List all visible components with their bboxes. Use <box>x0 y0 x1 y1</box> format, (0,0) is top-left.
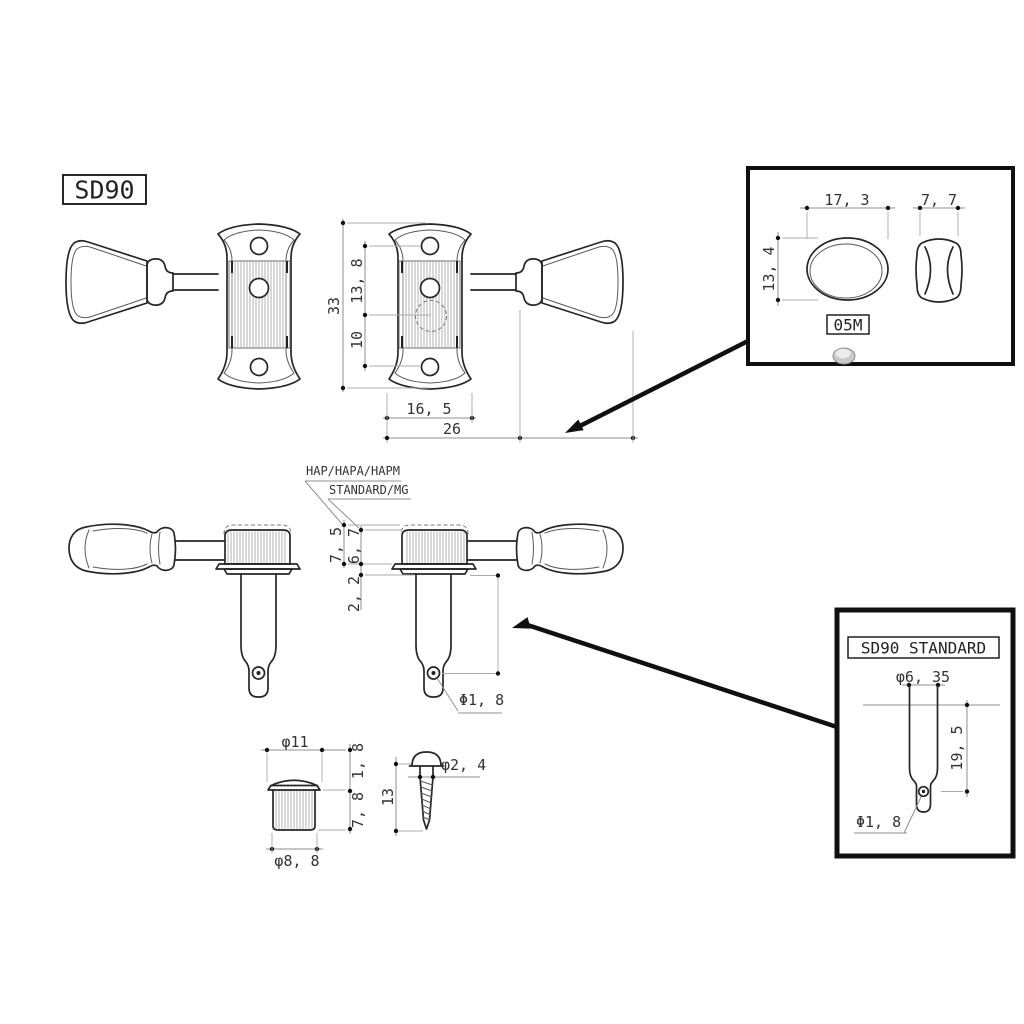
bushing-flange <box>267 784 321 791</box>
string-hole-leader <box>436 677 502 714</box>
front-view-dimensions: 33 13, 8 10 16, 5 26 <box>325 219 638 443</box>
handle-side-outline <box>68 523 177 575</box>
tuner-side-assembly-right <box>391 523 624 698</box>
string-post-hole <box>248 277 270 299</box>
dim-knob-height-13-4: 13, 4 <box>760 246 778 291</box>
variant-label-standard: STANDARD/MG <box>329 483 408 497</box>
inset-title-sd90-standard: SD90 STANDARD <box>861 639 986 658</box>
gear-cap-outline <box>224 529 291 565</box>
dim-post-length-19-5: 19, 5 <box>948 725 966 770</box>
post-hole-leader <box>854 796 922 834</box>
oval-knob-front <box>806 237 889 301</box>
post-detail-inset: SD90 STANDARD φ6, 35 19, 5 Φ1, 8 <box>834 607 1016 859</box>
dim-bushing-head-11: φ11 <box>281 733 308 751</box>
bushing-knurling <box>275 791 313 829</box>
dim-post-dia-6-35: φ6, 35 <box>896 668 950 686</box>
callout-arrow-knob <box>565 338 750 433</box>
dim-height-33: 33 <box>325 297 343 315</box>
tuner-side-assembly-left <box>68 523 301 698</box>
knob-detail-inset: 17, 3 13, 4 7, 7 05M <box>746 166 1015 366</box>
screw-shank <box>419 776 434 830</box>
bushing-drawing: φ11 1, 8 7, 8 φ8, 8 <box>261 733 367 870</box>
variant-label-hap: HAP/HAPA/HAPM <box>306 464 400 478</box>
handle-side-contours <box>84 528 161 570</box>
knob-collar <box>146 258 174 306</box>
plate-inner-line <box>223 229 295 384</box>
arrowhead-post <box>512 617 531 629</box>
string-post <box>240 573 277 698</box>
oval-knob-side <box>915 238 963 303</box>
bushing-reference-dashed-circle <box>415 300 447 332</box>
knob-code-border <box>826 314 870 335</box>
screw-threads <box>420 780 433 821</box>
oval-knob-inner-line <box>809 243 883 299</box>
side-view-dimensions: HAP/HAPA/HAPM STANDARD/MG 7, 5 6, 7 2, 2… <box>304 464 504 714</box>
knob-front-outline <box>65 239 148 325</box>
knob-front-inner-line <box>70 245 147 319</box>
mount-hole-bottom <box>249 357 269 377</box>
variant-hap-leader <box>304 480 343 525</box>
callout-arrow-post <box>512 617 838 730</box>
bushing-dome <box>270 779 318 787</box>
model-title-sd90: SD90 <box>74 176 134 205</box>
dim-flange-2-2: 2, 2 <box>345 576 363 612</box>
dim-post-hole-1-8: Φ1, 8 <box>856 813 901 831</box>
dim-hole-spacing-10: 10 <box>348 331 366 349</box>
plate-outline <box>217 223 301 390</box>
string-hole-center <box>256 671 261 675</box>
oval-knob-side-contours <box>924 246 954 295</box>
variant-standard-leader <box>327 498 360 529</box>
dim-bushing-body-8-8: φ8, 8 <box>274 852 319 870</box>
dim-cap-height-6-7: 6, 7 <box>345 528 363 564</box>
tuner-front-assembly-right <box>388 223 624 390</box>
arrowhead-knob <box>565 419 584 433</box>
dim-overall-width-26: 26 <box>443 420 461 438</box>
dim-screw-dia-2-4: φ2, 4 <box>441 756 486 774</box>
gear-cover-hatching <box>231 261 287 348</box>
mount-hole-top <box>249 236 269 256</box>
screw-drawing: φ2, 4 13 <box>379 751 486 836</box>
dim-bushing-head-h-1-8: 1, 8 <box>349 743 367 779</box>
dim-knob-width-17-3: 17, 3 <box>824 191 869 209</box>
post-inset-border <box>834 607 1016 859</box>
model-title-border <box>62 174 147 205</box>
dim-hole-spacing-13-8: 13, 8 <box>348 258 366 303</box>
post-reference-lines <box>442 575 499 674</box>
bushing-body <box>272 789 316 831</box>
metal-dome-highlight <box>835 348 851 359</box>
gear-cover-panel <box>228 260 291 349</box>
dim-bushing-body-h-7-8: 7, 8 <box>349 792 367 828</box>
tall-cap-dashed-outline <box>223 524 292 535</box>
dim-plate-width-16-5: 16, 5 <box>406 400 451 418</box>
dim-string-hole-1-8: Φ1, 8 <box>459 691 504 709</box>
post-inset-title-border <box>847 636 1000 659</box>
model-label-05m: 05M <box>834 316 863 335</box>
dim-cap-height-7-5: 7, 5 <box>327 527 345 563</box>
shaft-front <box>172 273 219 291</box>
model-title-box: SD90 <box>62 174 147 205</box>
gear-cap-ribs <box>227 531 286 563</box>
knob-inset-border <box>746 166 1015 366</box>
panel-corner-ticks <box>231 261 288 348</box>
screw-head <box>408 751 445 778</box>
tuner-front-assembly-left <box>65 223 301 390</box>
shaft-side <box>174 540 225 561</box>
dim-screw-length-13: 13 <box>379 788 397 806</box>
flange-lower <box>223 568 293 575</box>
post-detail-outline <box>908 685 939 813</box>
dim-knob-thickness-7-7: 7, 7 <box>921 191 957 209</box>
